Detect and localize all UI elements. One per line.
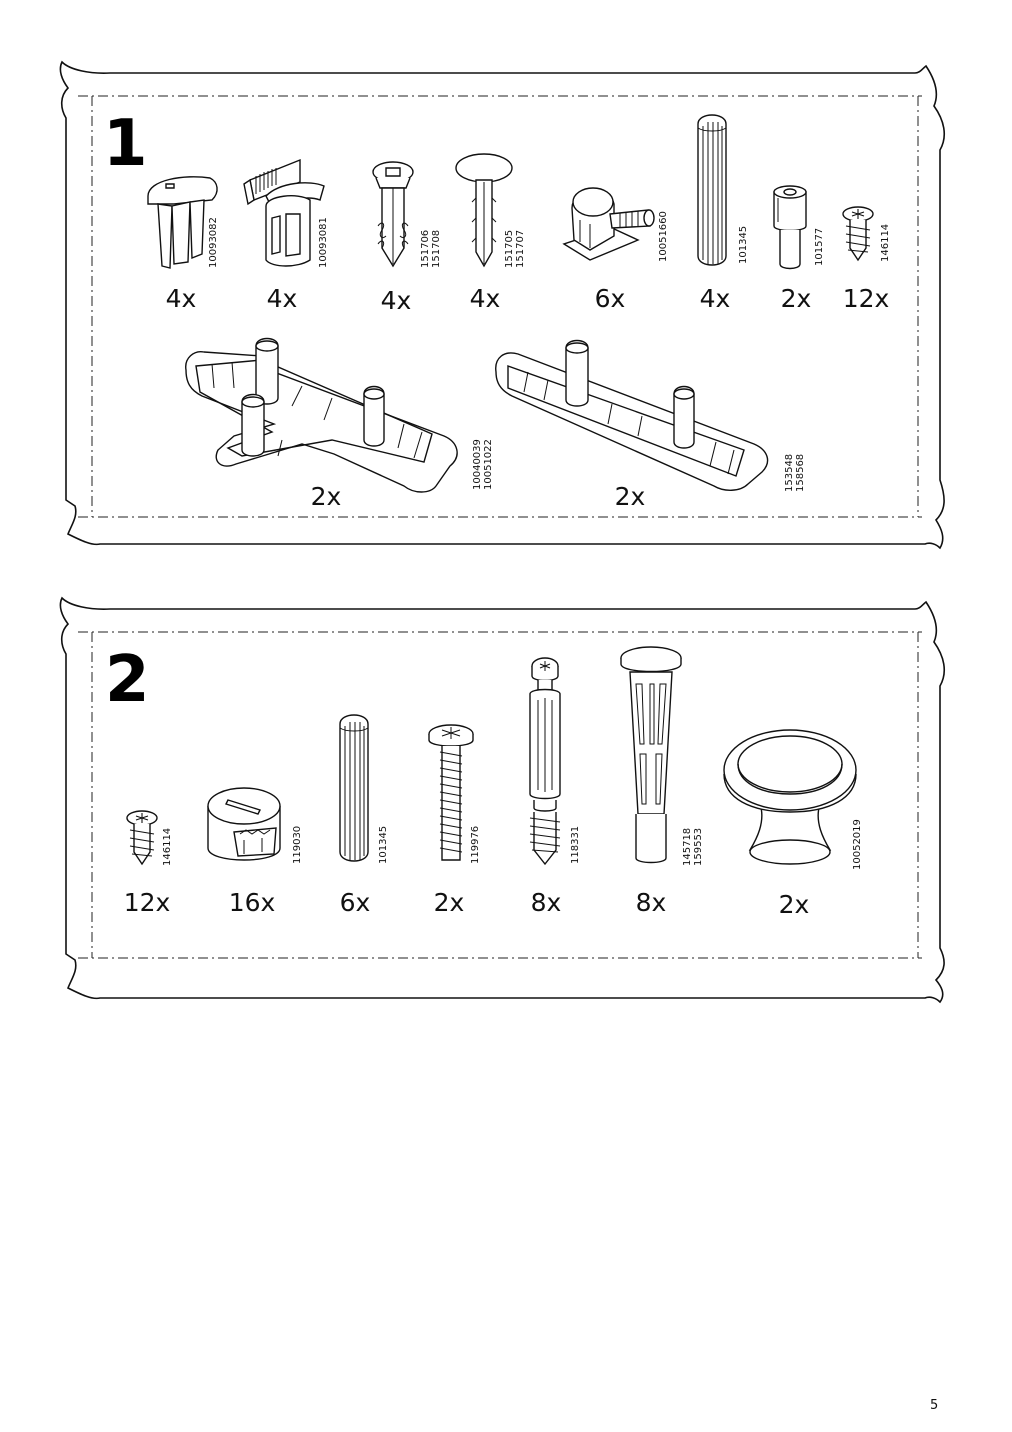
part-code: 146114: [880, 223, 891, 262]
part-qty: 12x: [842, 284, 890, 313]
part-qty: 4x: [469, 284, 501, 313]
part-qty: 2x: [780, 284, 812, 313]
straight-base-plate-icon: [495, 339, 769, 491]
part-qty: 2x: [614, 482, 646, 511]
push-pin-plug-icon: [455, 153, 513, 268]
part-qty: 4x: [380, 286, 412, 315]
wooden-dowel-icon: [339, 714, 369, 862]
knob-icon: [723, 729, 857, 865]
sleeve-nut-icon: [773, 185, 807, 270]
bracket-clip-icon: [147, 176, 218, 269]
part-qty: 4x: [165, 284, 197, 313]
cam-lock-icon: [207, 787, 281, 861]
cam-bolt-icon: [529, 657, 561, 866]
part-qty: 6x: [594, 284, 626, 313]
part-qty: 6x: [339, 888, 371, 917]
part-qty: 12x: [123, 888, 171, 917]
part-qty: 2x: [778, 890, 810, 919]
step-1-number: 1: [103, 107, 148, 181]
part-code: 101577: [814, 227, 825, 266]
page-number: 5: [930, 1398, 939, 1413]
short-screw-icon: [126, 810, 158, 866]
bag-1-outline: [59, 60, 946, 550]
part-code: 118331: [570, 825, 581, 864]
part-code: 10051660: [658, 211, 669, 262]
hinge-block-icon: [562, 187, 655, 261]
short-screw-icon: [842, 206, 874, 262]
part-qty: 4x: [266, 284, 298, 313]
expansion-plug-icon: [372, 161, 414, 268]
part-code: 119976: [470, 825, 481, 864]
shelf-pin-icon: [620, 646, 682, 864]
part-code: 101345: [738, 225, 749, 264]
long-screw-icon: [428, 724, 474, 861]
bag-2-outline: [59, 596, 946, 1004]
part-code: 10093082: [208, 217, 219, 268]
part-code: 10093081: [318, 217, 329, 268]
part-code: 101345: [378, 825, 389, 864]
part-qty: 2x: [310, 482, 342, 511]
part-qty: 8x: [530, 888, 562, 917]
part-code: 10052019: [852, 819, 863, 870]
part-qty: 16x: [228, 888, 276, 917]
part-qty: 2x: [433, 888, 465, 917]
part-code: 146114: [162, 827, 173, 866]
wooden-dowel-icon: [697, 114, 727, 266]
shelf-clip-icon: [243, 158, 325, 267]
part-qty: 8x: [635, 888, 667, 917]
part-code: 119030: [292, 825, 303, 864]
step-2-number: 2: [105, 643, 150, 717]
cross-base-plate-icon: [185, 337, 458, 493]
part-qty: 4x: [699, 284, 731, 313]
